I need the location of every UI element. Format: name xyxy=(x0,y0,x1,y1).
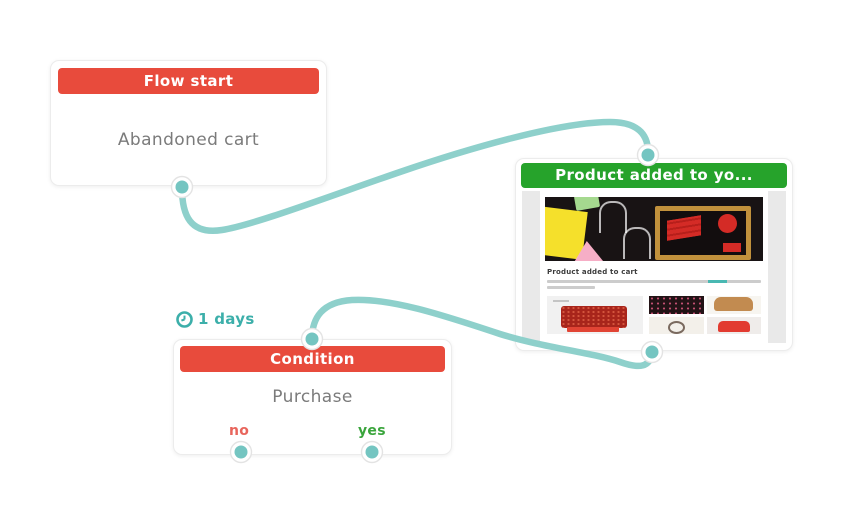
tan-bag-shape xyxy=(714,297,754,312)
email-body-text-line xyxy=(547,286,595,289)
email-node-header: Product added to yo... xyxy=(521,163,787,188)
email-text-link xyxy=(707,280,727,283)
product-caption-line xyxy=(553,300,569,302)
condition-name: Purchase xyxy=(272,387,353,407)
delay-badge[interactable]: 1 days xyxy=(176,310,255,328)
flow-start-node[interactable]: Flow start Abandoned cart xyxy=(50,60,327,186)
product-thumb-red-bag xyxy=(706,316,761,334)
product-thumb-tan-bag xyxy=(706,296,761,314)
banner-chalk-bag-outline xyxy=(599,201,627,233)
email-product-images xyxy=(547,296,761,334)
black-friday-ribbon-badge xyxy=(667,215,701,241)
email-body-text-line xyxy=(547,280,761,283)
black-friday-round-badge xyxy=(718,214,737,233)
email-banner-image xyxy=(545,197,763,261)
product-image-red-clutch xyxy=(547,296,643,334)
email-document: Product added to cart xyxy=(540,191,768,343)
banner-green-tag xyxy=(573,197,601,211)
flow-start-header: Flow start xyxy=(58,68,319,94)
product-thumb-dark-bag xyxy=(649,296,704,314)
condition-branch-yes-label[interactable]: yes xyxy=(358,423,386,439)
product-thumb-ivory-bag xyxy=(649,316,704,334)
red-bag-shape xyxy=(717,320,750,333)
email-preview: Product added to cart xyxy=(522,191,786,343)
condition-node[interactable]: Condition Purchase no yes xyxy=(173,339,452,455)
product-thumbnail-grid xyxy=(649,296,761,334)
banner-chalk-bag-outline xyxy=(623,227,651,259)
email-preview-heading: Product added to cart xyxy=(547,268,638,276)
condition-branch-no-label[interactable]: no xyxy=(229,423,250,439)
clock-icon xyxy=(176,310,193,328)
flow-start-trigger-name: Abandoned cart xyxy=(117,130,260,150)
banner-black-friday-frame xyxy=(655,206,751,260)
delay-label: 1 days xyxy=(198,310,255,328)
red-clutch-bag xyxy=(561,306,627,332)
black-friday-small-badge xyxy=(723,243,741,252)
email-node[interactable]: Product added to yo... Product added to … xyxy=(515,158,793,351)
condition-header: Condition xyxy=(180,346,445,372)
bag-handle-ring xyxy=(667,320,685,334)
